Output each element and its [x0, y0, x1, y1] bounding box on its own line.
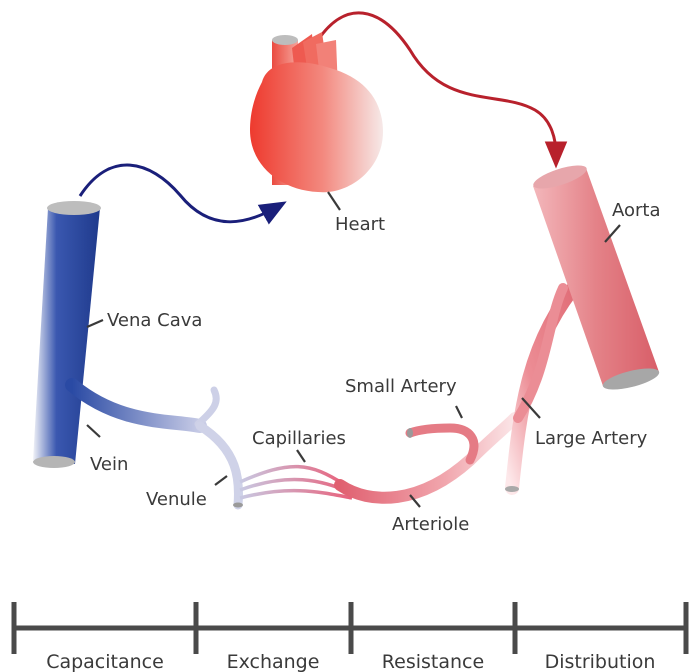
- label-vein: Vein: [90, 454, 128, 475]
- label-venule: Venule: [146, 489, 207, 510]
- scale-label-distribution: Distribution: [545, 651, 656, 672]
- flow-arrow-to-heart: [80, 165, 275, 222]
- large-artery-vessel: [505, 280, 580, 492]
- label-vena-cava: Vena Cava: [107, 310, 202, 331]
- arteriole-vessel: [340, 418, 515, 498]
- label-capillaries: Capillaries: [252, 428, 346, 449]
- aorta-vessel: [531, 161, 661, 394]
- scale-label-exchange: Exchange: [227, 651, 320, 672]
- scale-label-capacitance: Capacitance: [46, 651, 164, 672]
- function-scale: Capacitance Exchange Resistance Distribu…: [14, 602, 686, 672]
- label-heart: Heart: [335, 214, 385, 235]
- scale-label-resistance: Resistance: [382, 651, 484, 672]
- label-small-artery: Small Artery: [345, 376, 457, 397]
- label-aorta: Aorta: [612, 200, 661, 221]
- label-arteriole: Arteriole: [392, 514, 469, 535]
- label-large-artery: Large Artery: [535, 428, 648, 449]
- heart-organ: [250, 32, 383, 192]
